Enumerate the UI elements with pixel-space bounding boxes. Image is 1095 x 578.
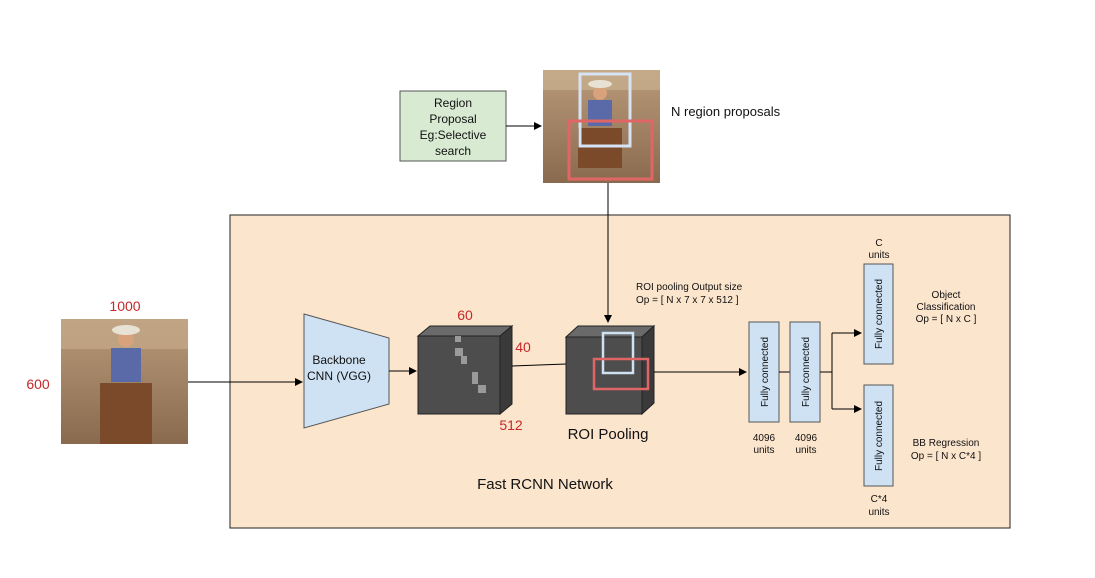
regression-line-2: Op = [ N x C*4 ]: [911, 451, 982, 462]
roi-pooling-label: ROI Pooling: [568, 426, 649, 443]
region-proposal-line-3: Eg:Selective: [420, 128, 487, 142]
fc1-units-line-1: 4096: [753, 433, 776, 444]
backbone-cnn: Backbone CNN (VGG): [303, 313, 390, 429]
fc1-units-line-2: units: [753, 445, 774, 456]
roi-box-blue: [601, 331, 635, 375]
regression-units-line-2: units: [868, 507, 889, 518]
classification-units-line-2: units: [868, 250, 889, 261]
region-proposal-line-2: Proposal: [429, 112, 476, 126]
roi-output-line-1: ROI pooling Output size: [636, 282, 743, 293]
fc-classification: Fully connected: [863, 263, 894, 365]
proposal-image: [543, 70, 660, 183]
fc-layer-2: Fully connected: [789, 321, 821, 423]
fc1-label: Fully connected: [760, 337, 771, 407]
classification-line-1: Object: [932, 290, 961, 301]
proposal-box-red: [567, 119, 654, 181]
feature-width-label: 60: [457, 307, 473, 323]
fc-classification-label: Fully connected: [874, 279, 885, 349]
region-proposal-box: Region Proposal Eg:Selective search: [399, 90, 507, 162]
roi-box-red: [592, 357, 650, 391]
feature-depth-label: 512: [499, 417, 523, 433]
input-width-label: 1000: [109, 298, 140, 314]
regression-units-line-1: C*4: [871, 494, 888, 505]
proposal-box-white: [578, 72, 632, 148]
fc2-units-line-2: units: [795, 445, 816, 456]
fc-regression: Fully connected: [863, 384, 894, 487]
region-proposal-line-1: Region: [434, 96, 472, 110]
regression-line-1: BB Regression: [913, 438, 980, 449]
fc2-units-line-1: 4096: [795, 433, 818, 444]
classification-line-2: Classification: [917, 302, 976, 313]
backbone-line-2: CNN (VGG): [307, 369, 371, 383]
region-proposal-line-4: search: [435, 144, 471, 158]
feature-map-cube: [416, 324, 514, 416]
n-region-proposals-label: N region proposals: [671, 104, 781, 119]
fc-layer-1: Fully connected: [748, 321, 780, 423]
classification-line-3: Op = [ N x C ]: [916, 314, 977, 325]
backbone-line-1: Backbone: [312, 353, 366, 367]
line-feature-to-roi: [511, 363, 567, 367]
roi-output-line-2: Op = [ N x 7 x 7 x 512 ]: [636, 295, 739, 306]
classification-units-line-1: C: [875, 238, 882, 249]
input-image: [61, 319, 188, 444]
input-height-label: 600: [26, 376, 50, 392]
feature-height-label: 40: [515, 339, 531, 355]
network-label: Fast RCNN Network: [477, 476, 613, 493]
fc-regression-label: Fully connected: [874, 401, 885, 471]
roi-pooling-cube: [564, 324, 656, 416]
fc2-label: Fully connected: [801, 337, 812, 407]
